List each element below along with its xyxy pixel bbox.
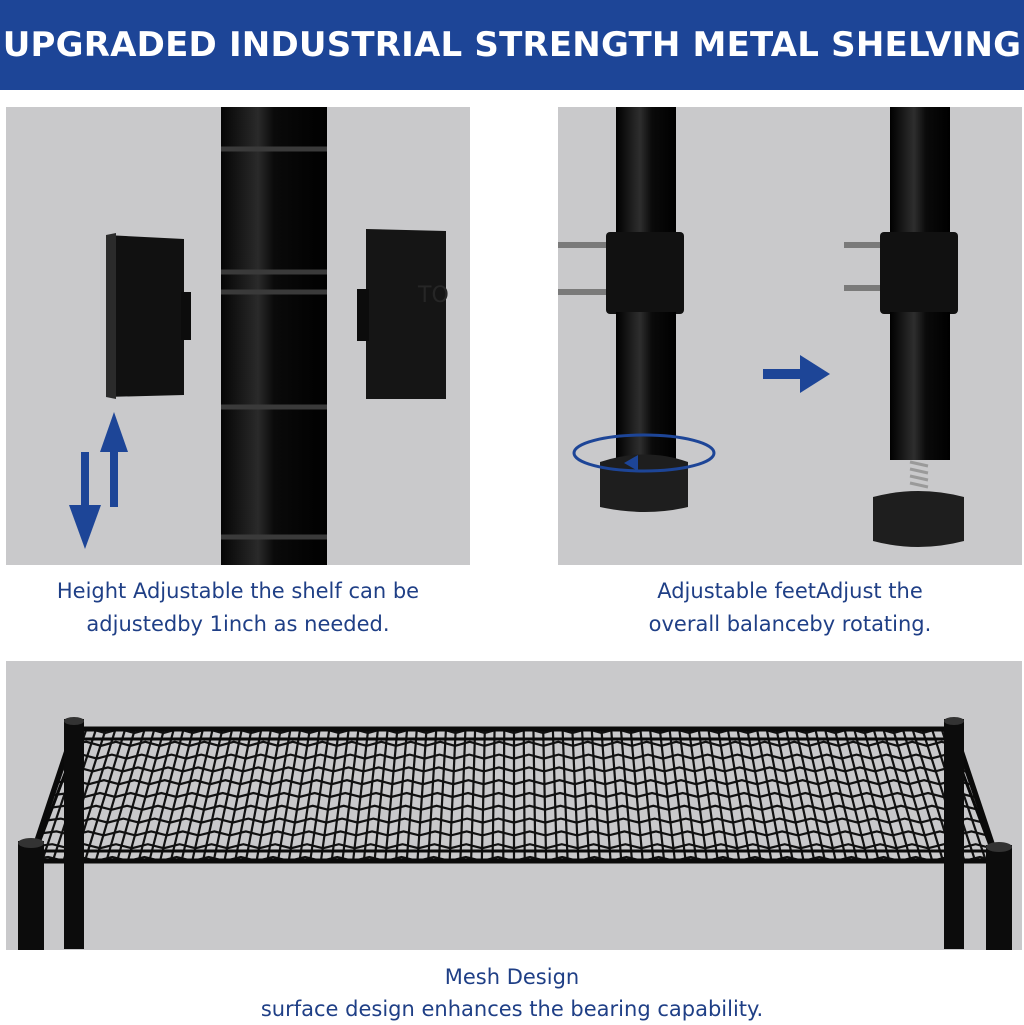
foot-after [844, 107, 964, 547]
shelf-posts [18, 717, 1012, 950]
rotate-arrow-icon [572, 433, 716, 473]
caption-line: surface design enhances the bearing capa… [260, 997, 764, 1021]
caption-line: adjustedby 1inch as needed. [86, 612, 390, 636]
mesh-shelf-image [6, 661, 1022, 950]
caption-line: overall balanceby rotating. [648, 612, 932, 636]
page-title: UPGRADED INDUSTRIAL STRENGTH METAL SHELV… [2, 25, 1022, 65]
mesh-design-caption: Mesh Design surface design enhances the … [0, 961, 1024, 1025]
sleeve-clip-right: TO [357, 229, 449, 399]
adjustable-feet-caption: Adjustable feetAdjust the overall balanc… [558, 575, 1022, 641]
pole-grooves [221, 146, 327, 540]
header-banner: UPGRADED INDUSTRIAL STRENGTH METAL SHELV… [0, 0, 1024, 90]
shelf-pole [221, 107, 327, 565]
svg-text:TO: TO [417, 283, 449, 308]
adjustable-feet-image [558, 107, 1022, 565]
right-arrow-icon [763, 355, 830, 393]
foot-before [558, 107, 688, 512]
up-down-arrows-icon [69, 412, 128, 549]
height-adjust-image: TO [6, 107, 470, 565]
caption-title: Mesh Design [444, 965, 580, 989]
wire-mesh-grid [30, 727, 998, 863]
caption-line: Adjustable feetAdjust the [657, 579, 923, 603]
caption-line: Height Adjustable the shelf can be [56, 579, 420, 603]
sleeve-clip-left [106, 233, 191, 399]
height-adjust-caption: Height Adjustable the shelf can be adjus… [6, 575, 470, 641]
